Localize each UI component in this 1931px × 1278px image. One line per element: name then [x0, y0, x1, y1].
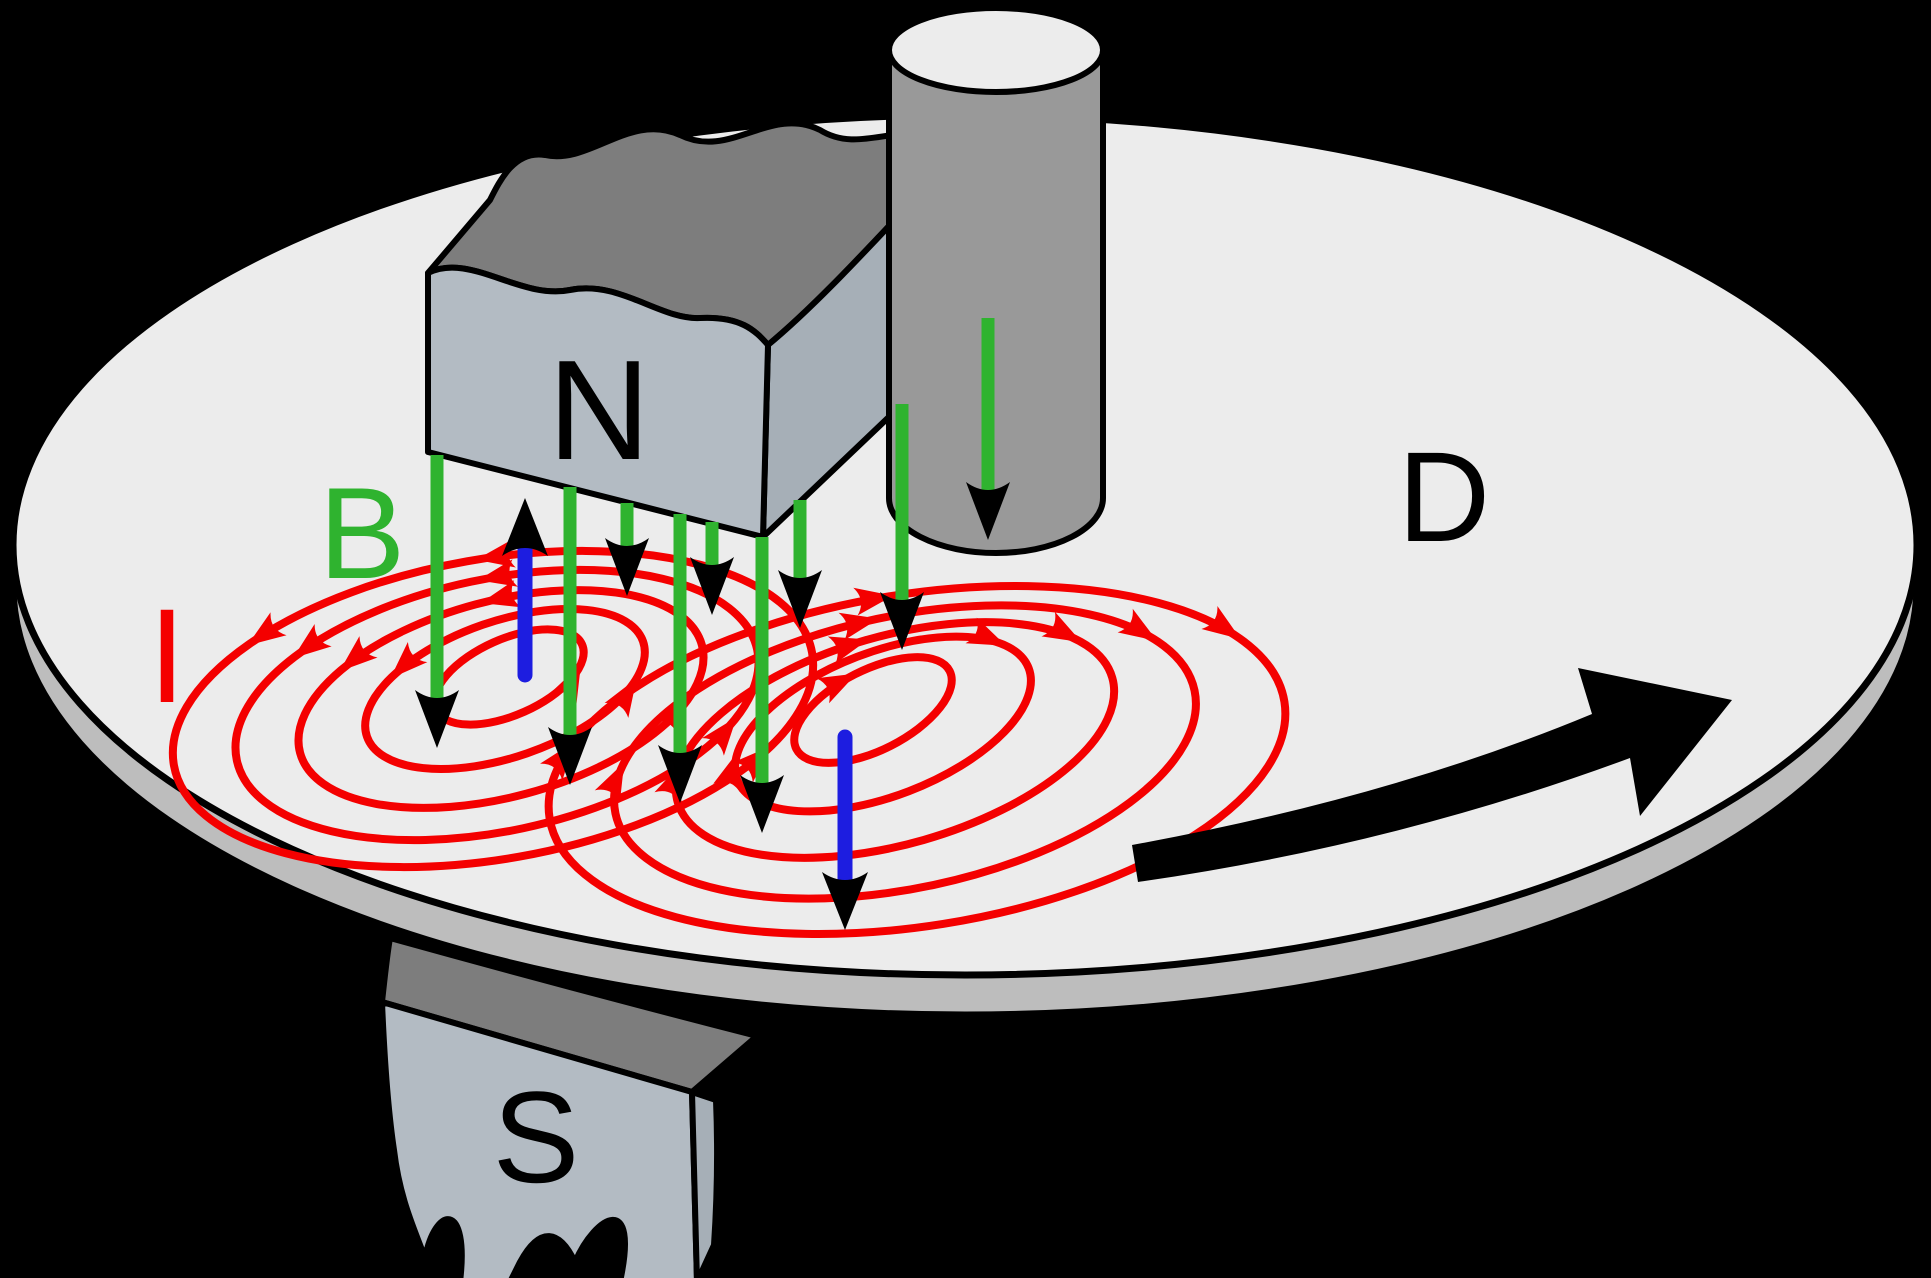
eddy-current-arrowhead-icon [339, 636, 378, 672]
right-eddy-spiral [540, 582, 1290, 938]
eddy-current-arrowhead-icon [247, 612, 287, 646]
eddy-current-loop [168, 546, 818, 872]
b-field-arrowhead-icon [605, 538, 649, 596]
b-field-arrowhead-icon [548, 727, 592, 785]
south-pole-label: S [493, 1064, 580, 1210]
eddy-current-spirals [168, 539, 1290, 938]
b-field-arrowhead-icon [778, 570, 822, 628]
b-field-arrowhead-icon [740, 775, 784, 833]
eddy-current-loop [294, 586, 708, 812]
force-arrows [502, 498, 868, 930]
eddy-current-arrowhead-icon [292, 624, 332, 659]
south-magnet-side-face [689, 1089, 721, 1278]
b-field-label: B [319, 460, 406, 606]
eddy-current-arrowhead-icon [827, 636, 869, 664]
eddy-current-arrowhead-icon [480, 580, 522, 608]
axle-body [886, 47, 1106, 556]
b-field-arrowhead-icon [658, 745, 702, 803]
eddy-current-arrowhead-icon [594, 762, 625, 803]
eddy-current-arrowhead-icon [713, 751, 740, 793]
b-field-lines [415, 318, 1010, 833]
b-field-arrowhead-icon [690, 557, 734, 615]
eddy-current-arrowhead-icon [1117, 608, 1158, 642]
b-field-arrowhead-icon [966, 482, 1010, 540]
eddy-current-arrowhead-icon [477, 559, 518, 587]
rotation-arrow [1132, 668, 1732, 882]
eddy-current-arrowhead-icon [1201, 605, 1241, 640]
south-magnet-top-face [379, 935, 760, 1095]
b-field-arrowhead-icon [880, 592, 924, 650]
north-pole-label: N [548, 331, 651, 490]
eddy-current-arrowhead-icon [965, 617, 1006, 646]
eddy-current-label: I [148, 582, 185, 731]
south-magnet-front-face [379, 999, 700, 1278]
eddy-current-arrowhead-icon [390, 642, 428, 679]
eddy-current-arrowhead-icon [838, 612, 879, 641]
eddy-current-arrowhead-icon [816, 673, 857, 704]
force-arrowhead-icon [822, 872, 868, 930]
force-arrowhead-icon [502, 498, 548, 556]
eddy-current-arrowhead-icon [701, 717, 737, 756]
axle-top-face [886, 5, 1106, 95]
disc-label: D [1398, 426, 1490, 569]
eddy-current-loop [361, 605, 649, 773]
eddy-current-arrowhead-icon [1041, 611, 1082, 643]
north-magnet-front-face [425, 264, 771, 540]
b-field-arrowhead-icon [415, 690, 459, 748]
south-magnet [379, 935, 760, 1278]
axle-cylinder [886, 5, 1106, 556]
